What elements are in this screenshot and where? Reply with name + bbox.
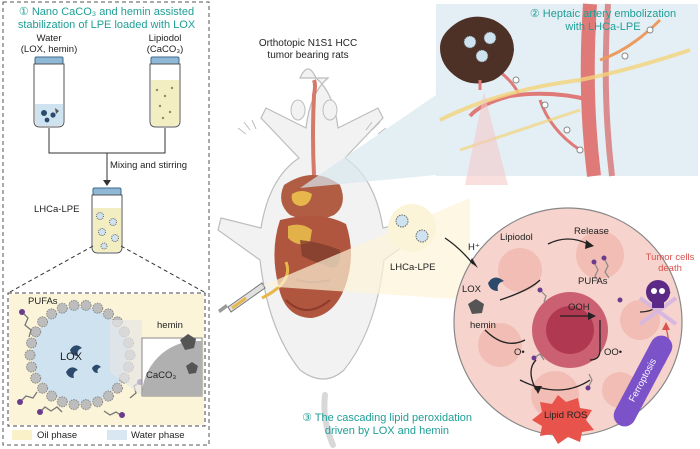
water-label-line2: (LOX, hemin): [20, 44, 78, 55]
caco3-nanoparticle: [80, 399, 92, 411]
rat-icon: [217, 68, 427, 448]
beam-to-panel2: [300, 95, 436, 188]
caco3-nanoparticle: [111, 382, 123, 394]
caco3-particle: [142, 341, 202, 396]
water-label-line1: Water: [36, 33, 62, 44]
caco3-nanoparticle: [92, 302, 104, 314]
lipid-ros-label: Lipid ROS: [544, 410, 588, 421]
lipiodol-vial-icon: [149, 56, 181, 128]
water-label: Water (LOX, hemin): [18, 33, 80, 55]
water-phase-swatch: [107, 430, 127, 440]
ooh-label: OOH: [568, 302, 590, 313]
panel1-title-line2: stabilization of LPE loaded with LOX: [17, 19, 196, 31]
panel1-title-line1: ① Nano CaCO₃ and hemin assisted: [18, 6, 195, 18]
caco3-nanoparticle: [37, 316, 49, 328]
zoom-line-left: [9, 245, 94, 293]
tumor-death-label: Tumor cells death: [642, 252, 698, 274]
ferroptosis-badge: [613, 335, 673, 427]
zoom-wedge: [110, 320, 142, 396]
caco3-nanoparticle: [56, 302, 68, 314]
panel3-title-line2: driven by LOX and hemin: [324, 425, 450, 437]
lhca-lpe-droplet: [388, 204, 436, 252]
panel3-title: ③ The cascading lipid peroxidation drive…: [262, 412, 512, 438]
rat-title-line1: Orthotopic N1S1 HCC: [258, 38, 358, 49]
lipiodol-label-line2: (CaCO₃): [146, 44, 184, 55]
caco3-label: CaCO₃: [146, 370, 177, 381]
lox-label: LOX: [60, 351, 83, 363]
skull-icon: [638, 280, 678, 326]
oil-phase-swatch: [12, 430, 32, 440]
o-radical-label: O•: [514, 347, 525, 358]
mixing-label: Mixing and stirring: [110, 160, 188, 171]
caco3-nanoparticle: [46, 390, 58, 402]
caco3-nanoparticle: [26, 361, 37, 373]
lipiodol-label-line1: Lipiodol: [148, 33, 182, 44]
artery-icon: [439, 3, 691, 177]
pufas-label: PUFAs: [28, 296, 58, 307]
p3-pufas-label: PUFAs: [578, 276, 608, 287]
caco3-nanoparticle: [30, 372, 42, 384]
panel3-title-line1: ③ The cascading lipid peroxidation: [302, 412, 472, 424]
caco3-nanoparticle: [68, 399, 80, 411]
syringe-icon: [218, 261, 289, 313]
p3-lhca-lpe-label: LHCa-LPE: [390, 262, 436, 273]
p3-lipiodol-label: Lipiodol: [500, 232, 533, 243]
merge-connector: [48, 128, 166, 183]
caco3-nanoparticle: [26, 337, 37, 349]
hemin-icon: [180, 334, 196, 350]
caco3-nanoparticle: [92, 396, 104, 408]
water-phase-label: Water phase: [131, 430, 185, 441]
oo-radical-label: OO•: [604, 347, 623, 358]
p3-lox-label: LOX: [462, 284, 482, 295]
caco3-nanoparticle: [37, 382, 49, 394]
release-label: Release: [574, 226, 609, 237]
caco3-nanoparticle: [46, 308, 58, 320]
merge-arrowhead: [103, 180, 111, 186]
caco3-nanoparticle: [68, 299, 80, 311]
rat-title: Orthotopic N1S1 HCC tumor bearing rats: [238, 38, 378, 62]
tumor-death-line1: Tumor cells: [645, 252, 695, 263]
caco3-nanoparticle: [80, 299, 92, 311]
panel1-title: ① Nano CaCO₃ and hemin assisted stabiliz…: [4, 6, 209, 32]
tumor-death-line2: death: [658, 263, 682, 274]
oil-phase-label: Oil phase: [37, 430, 78, 441]
water-vial-icon: [33, 56, 65, 128]
panel2-title: ② Heptaic artery embolization with LHCa-…: [508, 8, 698, 34]
zoom-line-right: [120, 245, 205, 293]
panel1-frame: [2, 1, 210, 446]
panel2-title-line2: with LHCa-LPE: [565, 21, 641, 33]
lipid-ros-burst: [532, 395, 594, 444]
lox-icon: [488, 277, 504, 291]
liver-icon: [440, 16, 514, 90]
hemin-icon-p3: [468, 299, 484, 314]
hemin-label: hemin: [157, 320, 183, 331]
caco3-nanoparticle: [56, 396, 68, 408]
panel2-title-line1: ② Heptaic artery embolization: [529, 8, 677, 20]
beam-liver-to-panel3: [465, 92, 508, 185]
h-plus-label: H⁺: [468, 242, 480, 253]
caco3-nanoparticle: [102, 308, 114, 320]
caco3-nanoparticle: [24, 349, 36, 361]
lhca-lpe-vial-icon: [91, 187, 123, 254]
caco3-nanoparticle: [102, 390, 114, 402]
p3-hemin-label: hemin: [470, 320, 496, 331]
lipiodol-label: Lipiodol (CaCO₃): [134, 33, 196, 55]
release-arrow: [547, 238, 589, 245]
rat-title-line2: tumor bearing rats: [267, 50, 349, 61]
lhca-lpe-label: LHCa-LPE: [34, 204, 80, 215]
